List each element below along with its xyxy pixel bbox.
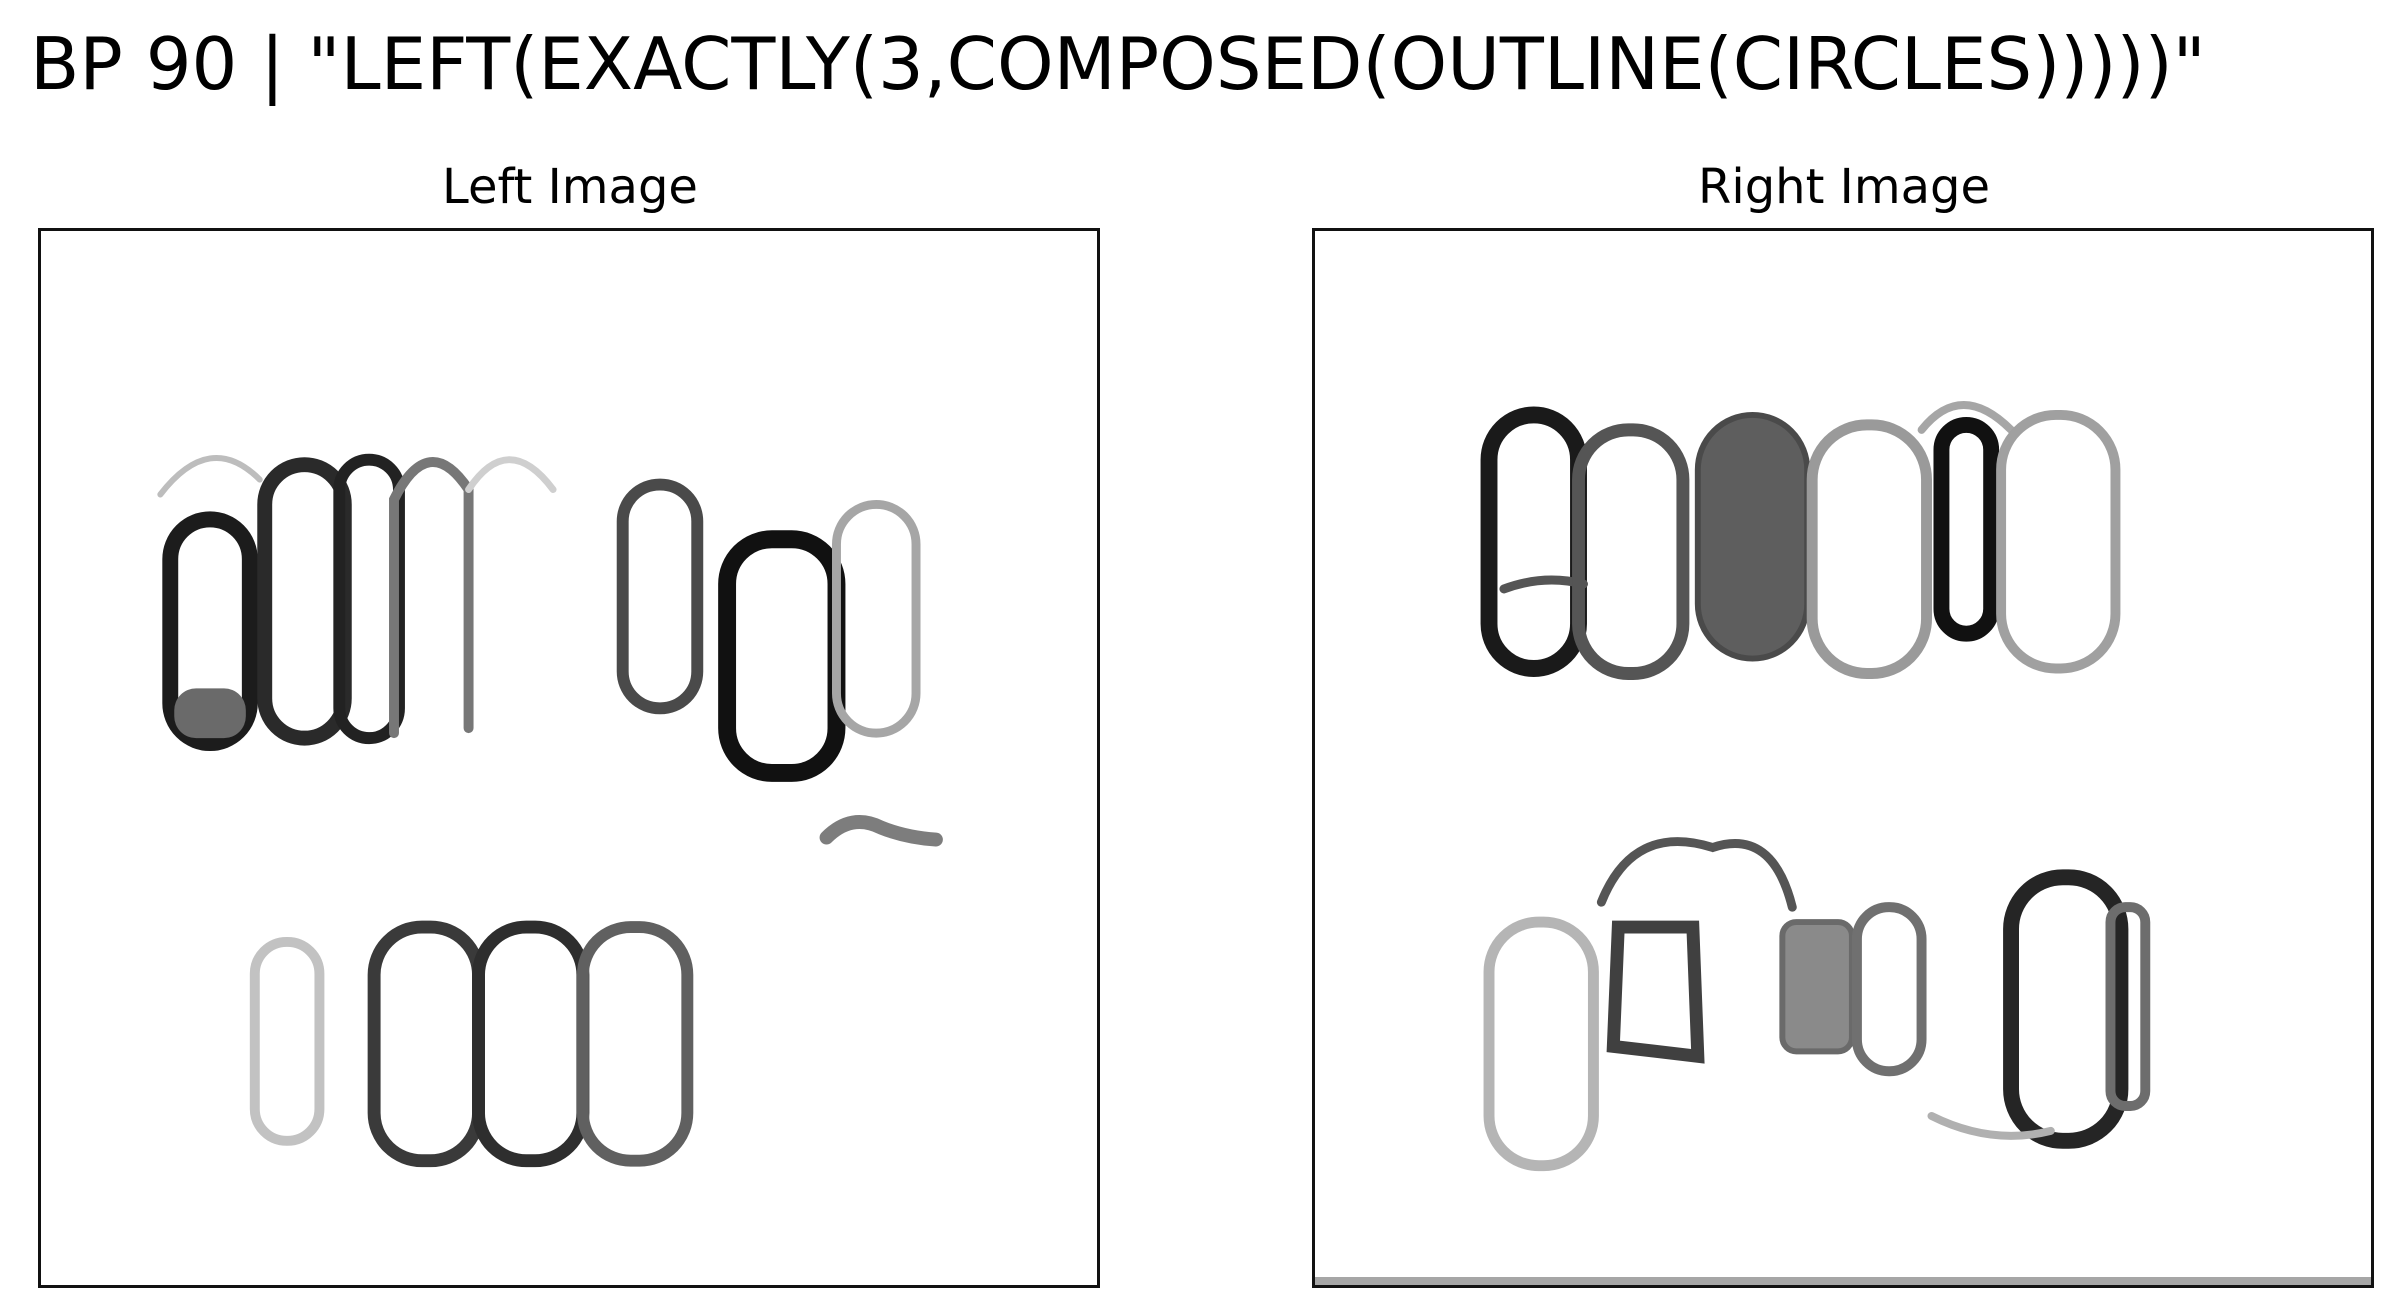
outline-loop — [616, 478, 704, 715]
left-image-panel — [38, 228, 1100, 1288]
outline-loop — [1572, 423, 1690, 680]
outline-loop — [1996, 409, 2121, 674]
outline-loop — [162, 511, 258, 752]
filled-loop — [1694, 411, 1811, 662]
stroke-arc — [465, 456, 557, 494]
filled-loop — [1779, 919, 1855, 1055]
outline-loop — [257, 457, 352, 746]
outline-loop — [249, 936, 325, 1146]
left-image-drawing — [157, 453, 943, 1168]
outline-loop — [2003, 869, 2129, 1149]
outline-loop — [1606, 920, 1705, 1064]
right-panel-title: Right Image — [1698, 159, 1990, 215]
right-image-drawing — [1480, 401, 2151, 1172]
outline-loop — [718, 530, 846, 782]
outline-loop — [1480, 406, 1587, 677]
right-image-panel — [1312, 228, 2374, 1288]
outline-loop — [2105, 902, 2151, 1111]
outline-loop — [472, 920, 590, 1168]
outline-loop — [1933, 416, 2000, 642]
stroke-arc — [157, 455, 263, 498]
outline-loop — [1483, 916, 1599, 1172]
stroke-arc — [1596, 837, 1797, 912]
outline-loop — [367, 920, 485, 1168]
outline-loop — [576, 921, 694, 1167]
stroke-arc — [389, 457, 474, 739]
outline-loop — [832, 499, 921, 738]
stray-stroke — [819, 815, 943, 847]
figure-title: BP 90 | "LEFT(EXACTLY(3,COMPOSED(OUTLINE… — [30, 22, 2206, 106]
left-panel-title: Left Image — [442, 159, 698, 215]
stroke-arc — [1917, 401, 2016, 434]
outline-loop — [1806, 419, 1932, 679]
stroke-arc — [1927, 1111, 2055, 1140]
outline-loop — [1851, 902, 1927, 1077]
panel-bottom-strip — [1315, 1277, 2371, 1285]
filled-loop-base — [174, 688, 246, 739]
